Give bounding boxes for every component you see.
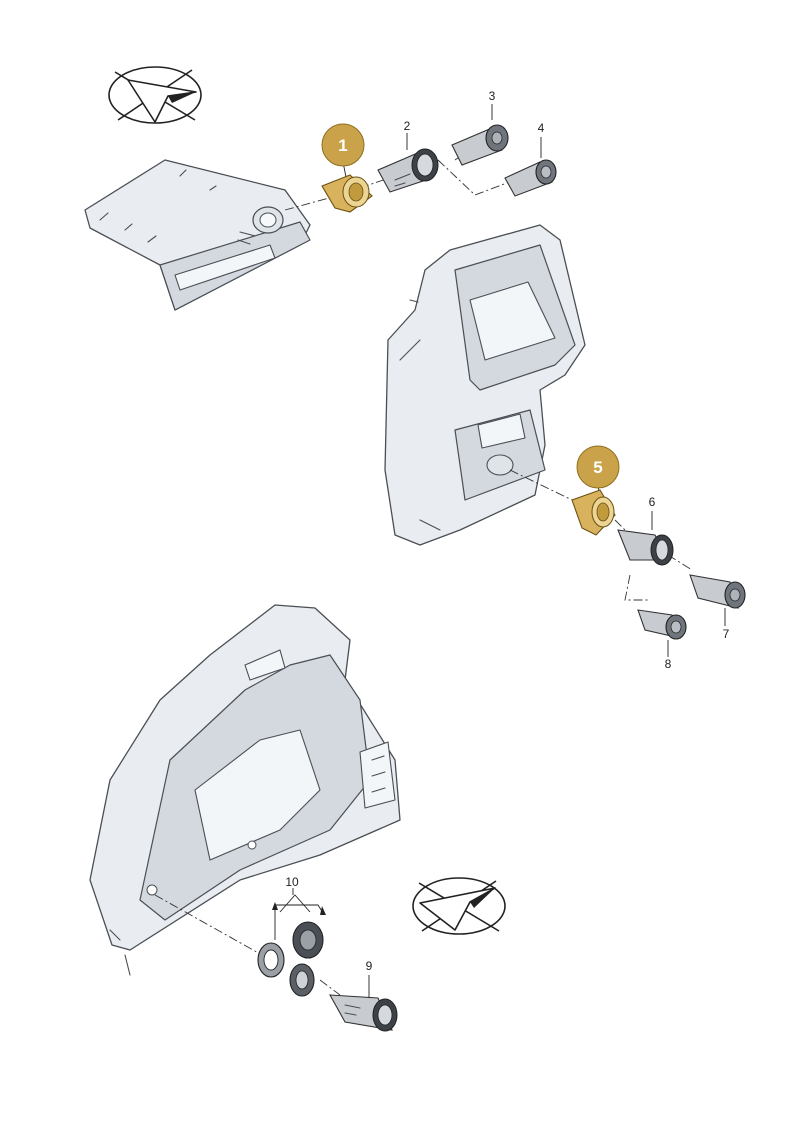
svg-text:1: 1 — [338, 136, 347, 155]
direction-arrow-icon — [108, 66, 202, 124]
luggage-compartment-side-trim — [89, 604, 401, 976]
callout-5: 5 — [576, 445, 620, 497]
plug-7: 7 — [689, 574, 746, 641]
socket-6: 6 — [617, 495, 674, 566]
callout-1: 1 — [321, 123, 365, 178]
svg-text:8: 8 — [665, 657, 672, 671]
cap-8: 8 — [637, 609, 687, 671]
socket-holder-5 — [571, 489, 616, 536]
socket-9: 9 — [329, 959, 398, 1032]
svg-text:5: 5 — [593, 458, 602, 477]
svg-text:9: 9 — [366, 959, 373, 973]
svg-text:3: 3 — [489, 89, 496, 103]
luggage-compartment-trim-upper — [384, 224, 586, 546]
svg-text:2: 2 — [404, 119, 411, 133]
rear-console-trim-panel — [84, 159, 311, 311]
plug-3: 3 — [451, 89, 509, 166]
socket-holder-1 — [321, 174, 373, 213]
svg-text:7: 7 — [723, 627, 730, 641]
svg-text:4: 4 — [538, 121, 545, 135]
socket-2: 2 — [377, 119, 439, 193]
nut-and-cap-10: 10 — [257, 875, 326, 997]
svg-text:10: 10 — [285, 875, 299, 889]
cap-4: 4 — [504, 121, 557, 197]
direction-arrow-icon — [412, 877, 506, 935]
svg-text:6: 6 — [649, 495, 656, 509]
